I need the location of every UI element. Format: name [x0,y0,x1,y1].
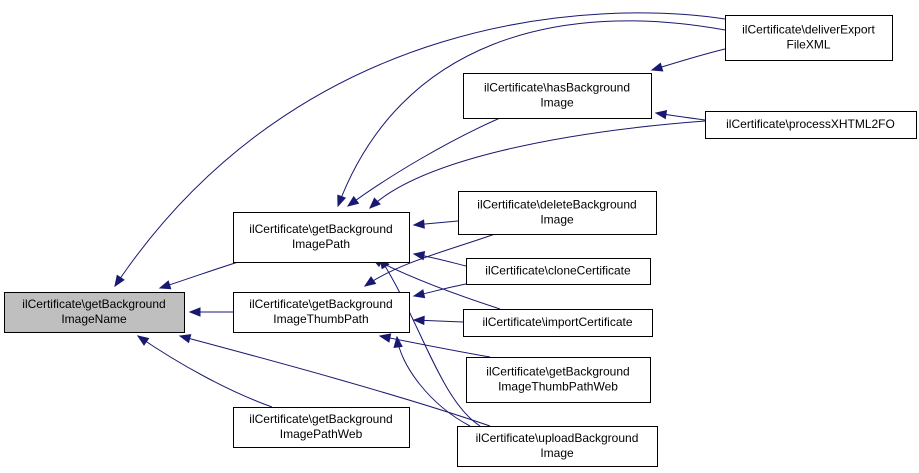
node-box [705,111,917,139]
arrowhead-icon [650,62,664,72]
arrowhead-icon [412,251,426,261]
edge-cloneCertificate-to-getBackgroundImageThumbPath [412,283,467,299]
edge-processXHTML2FO-to-getBackgroundImagePath [369,120,706,209]
edge-line [364,233,496,287]
node-label-line: ilCertificate\getBackground [249,297,392,311]
arrowhead-icon [393,335,403,348]
node-label-line: ilCertificate\hasBackground [484,81,630,95]
node-box [233,407,410,448]
node-layer: ilCertificate\getBackgroundImageNameilCe… [4,15,917,467]
node-box [4,292,185,333]
node-label-line: ilCertificate\uploadBackground [476,431,639,445]
node-box [466,258,651,285]
node-box [466,357,651,403]
edge-uploadBackgroundImage-to-getBackgroundImageThumbPath [393,335,471,427]
edge-cloneCertificate-to-getBackgroundImagePath [412,251,467,267]
node-label-line: FileXML [786,38,830,52]
edge-getBackgroundImageThumbPathWeb-to-getBackgroundImageThumbPath [378,333,491,358]
edge-line [114,12,726,287]
edge-deleteBackgroundImage-to-getBackgroundImageThumbPath [363,233,496,287]
node-box [233,212,410,263]
edge-processXHTML2FO-to-hasBackgroundImage [654,109,706,121]
node-label-line: ImageName [61,312,127,326]
node-box [458,191,657,235]
edge-importCertificate-to-getBackgroundImageThumbPath [412,315,464,326]
arrowhead-icon [337,194,347,208]
node-box [457,426,658,467]
edge-line [137,335,273,408]
edge-line [347,117,501,207]
edge-hasBackgroundImage-to-getBackgroundImagePath [346,117,501,207]
edge-layer [114,12,726,427]
node-cloneCertificate[interactable]: ilCertificate\cloneCertificate [466,258,651,285]
edge-line [379,257,481,427]
node-label-line: Image [540,213,574,227]
node-label-line: ilCertificate\getBackground [486,365,629,379]
node-label-line: ilCertificate\deliverExport [742,23,875,37]
edge-uploadBackgroundImage-to-getBackgroundImageName [178,334,491,427]
edge-getBackgroundImagePathWeb-to-getBackgroundImageName [136,335,273,408]
arrowhead-icon [114,274,125,288]
arrowhead-icon [188,307,201,317]
edge-deliverExportFileXML-to-getBackgroundImageName [114,12,726,288]
edge-uploadBackgroundImage-to-getBackgroundImagePath [379,256,481,427]
node-importCertificate[interactable]: ilCertificate\importCertificate [463,309,653,337]
edge-deliverExportFileXML-to-getBackgroundImagePath [337,20,726,208]
arrowhead-icon [178,334,192,344]
arrowhead-icon [412,219,425,229]
arrowhead-icon [654,109,668,120]
node-label-line: ImageThumbPath [273,312,368,326]
node-processXHTML2FO[interactable]: ilCertificate\processXHTML2FO [705,111,917,139]
arrowhead-icon [412,289,426,299]
node-label-line: ImagePath [292,237,350,251]
arrowhead-icon [136,335,150,346]
edge-line [369,120,706,209]
edge-line [179,335,491,427]
node-label-line: ilCertificate\importCertificate [482,315,632,329]
edge-hasBackgroundImage-to-deliverExportFileXML [650,48,726,72]
node-label-line: ilCertificate\getBackground [249,412,392,426]
node-label-line: Image [540,96,574,110]
edge-line [651,48,726,71]
node-label-line: ImageThumbPathWeb [498,380,618,394]
arrowhead-icon [412,315,425,326]
node-label-line: Image [540,446,574,460]
node-box [463,309,653,337]
arrowhead-icon [378,333,392,343]
node-label-line: ilCertificate\deleteBackground [477,198,636,212]
node-label-line: ilCertificate\getBackground [22,297,165,311]
edge-getBackgroundImageThumbPath-to-getBackgroundImageName [188,307,233,317]
edge-line [337,20,726,207]
node-label-line: ilCertificate\getBackground [249,222,392,236]
arrowhead-icon [158,280,172,290]
node-label-line: ImagePathWeb [280,427,363,441]
edge-deleteBackgroundImage-to-getBackgroundImagePath [412,219,459,229]
node-getBackgroundImageThumbPathWeb[interactable]: ilCertificate\getBackgroundImageThumbPat… [466,357,651,403]
arrowhead-icon [346,195,360,207]
arrowhead-icon [369,197,381,209]
node-label-line: ilCertificate\processXHTML2FO [726,117,895,131]
node-box [725,15,893,61]
node-getBackgroundImageThumbPath[interactable]: ilCertificate\getBackgroundImageThumbPat… [233,292,410,333]
node-box [463,73,652,119]
node-label-line: ilCertificate\cloneCertificate [485,264,631,278]
arrowhead-icon [363,276,377,287]
node-box [233,292,410,333]
